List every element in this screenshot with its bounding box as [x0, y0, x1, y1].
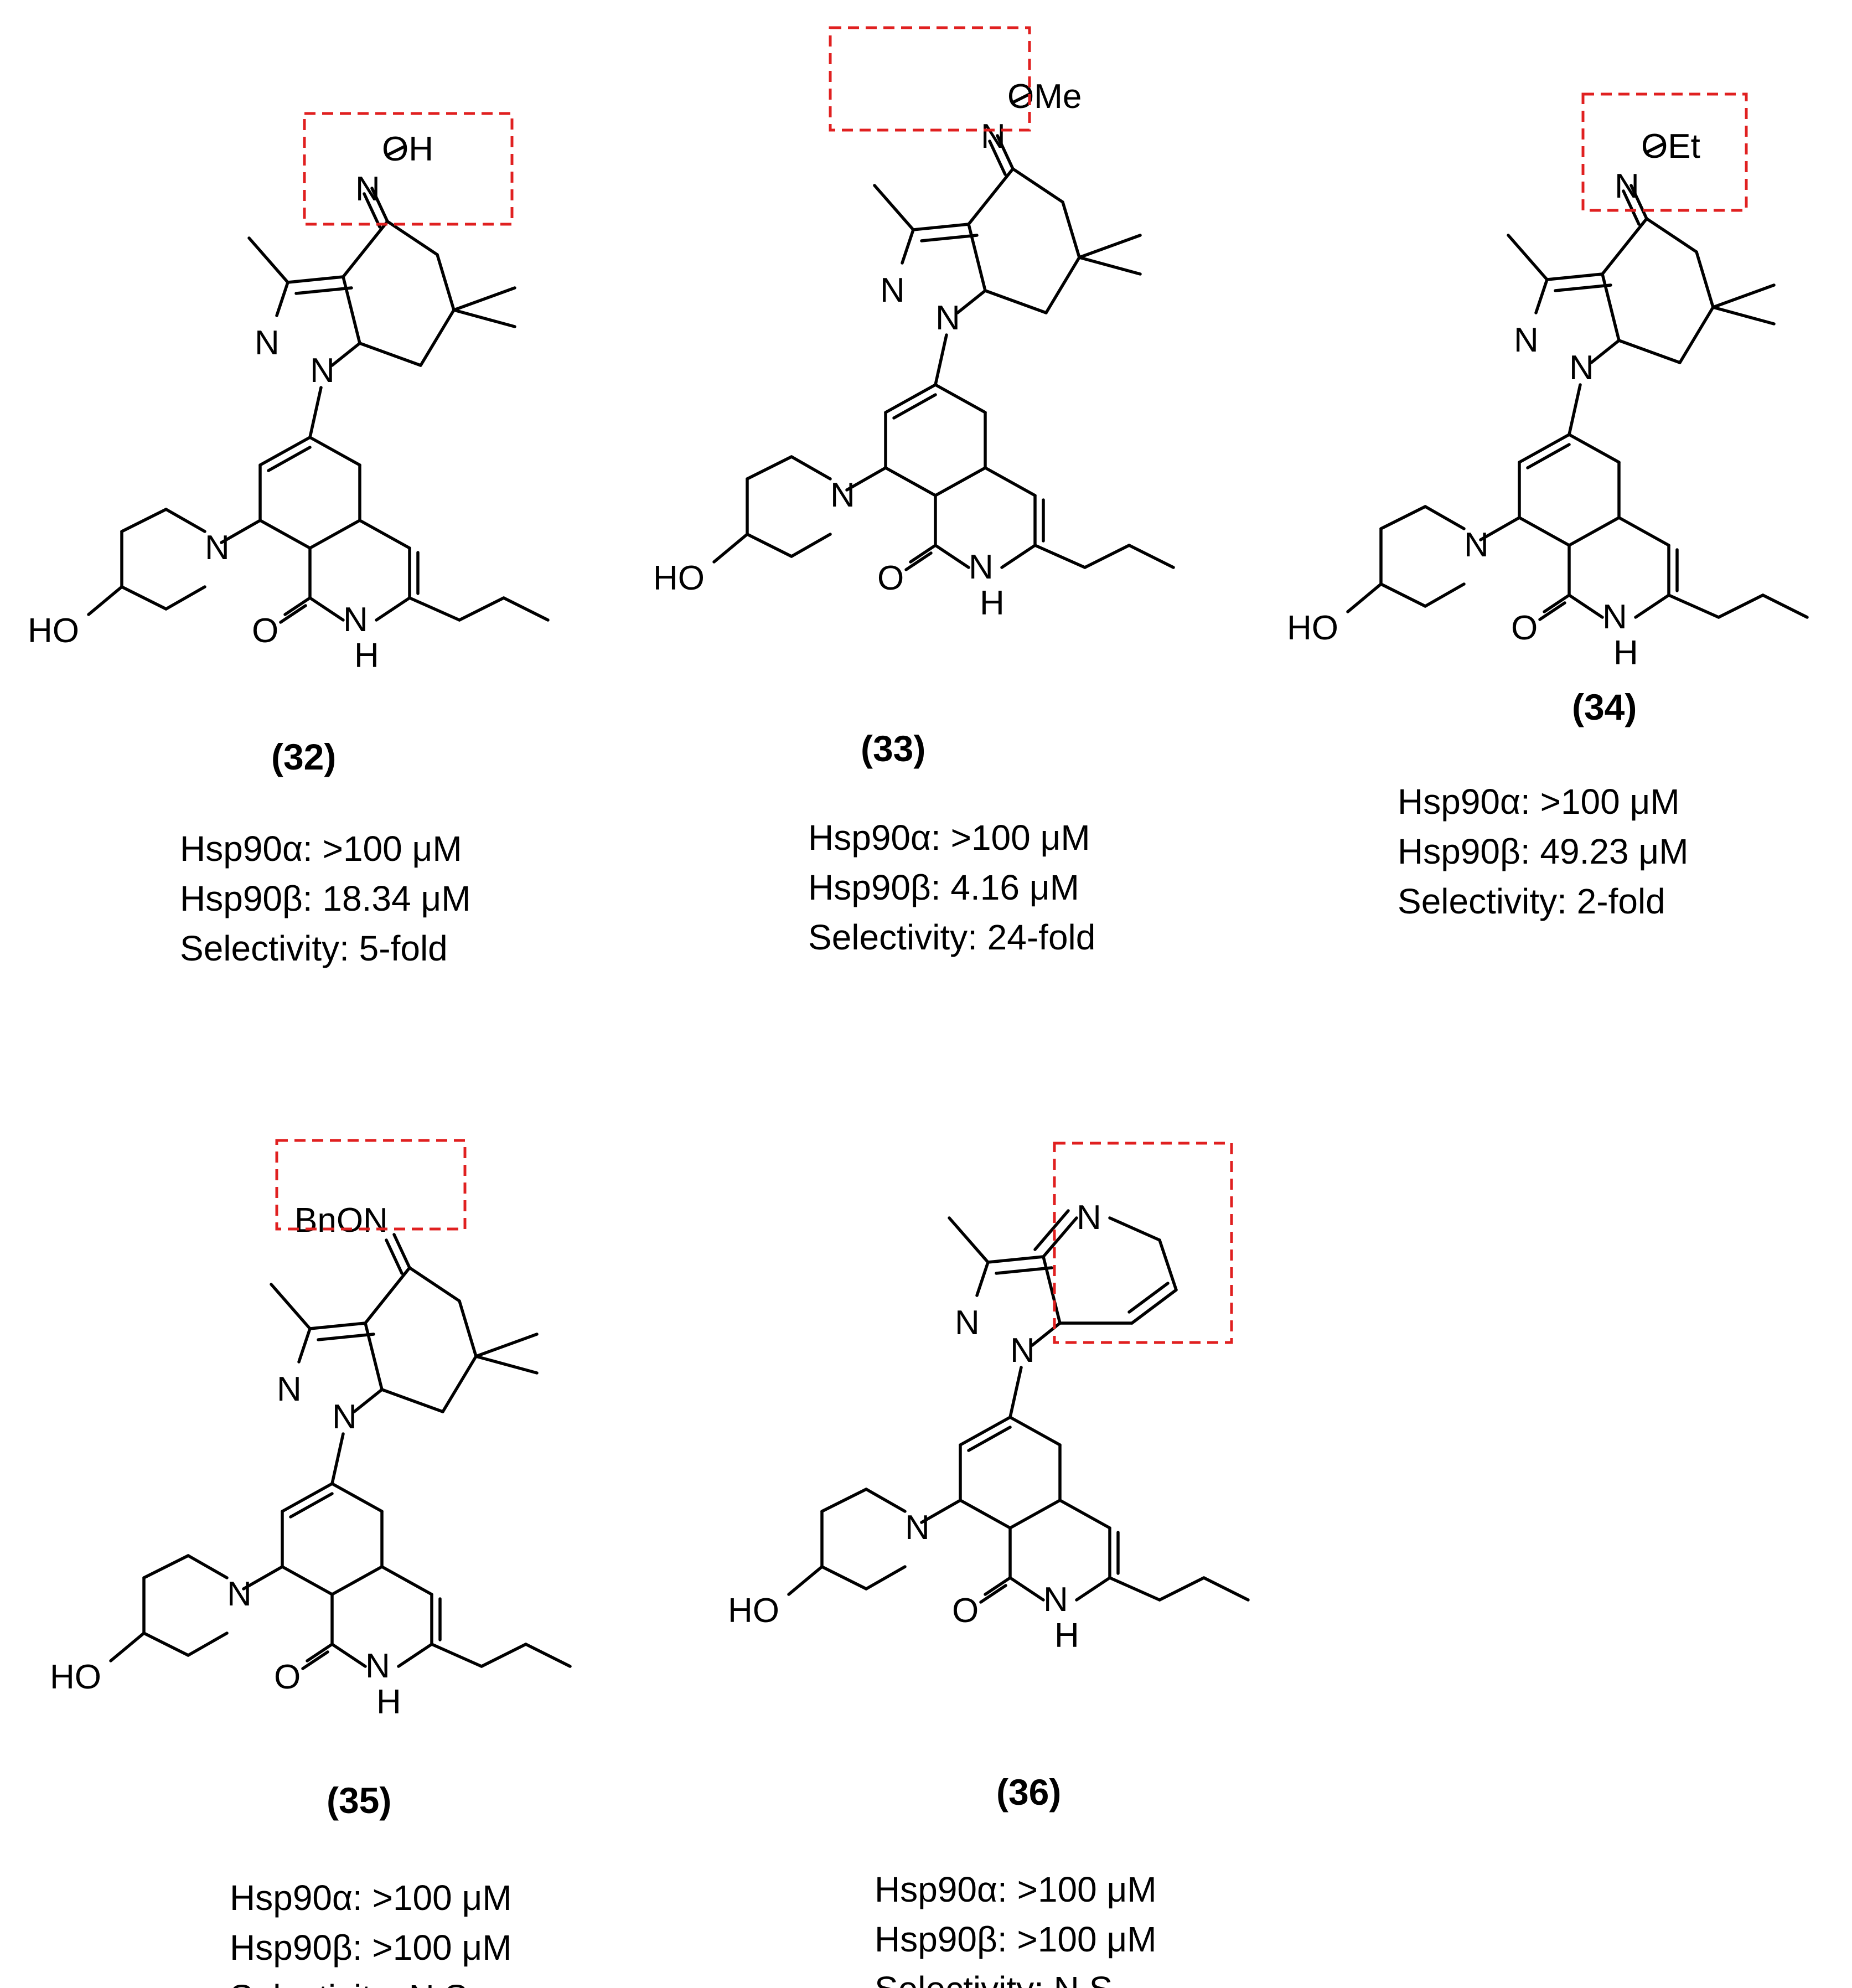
atom-label-oxime-n: N — [981, 117, 1006, 156]
atom-label-pyridine-n: N — [1077, 1199, 1101, 1237]
atom-label-pyrazole-n2: N — [955, 1304, 980, 1342]
atom-label-pyrazole-n2: N — [277, 1370, 302, 1408]
atom-label-pyrazole-n2: N — [880, 271, 905, 309]
atom-labels-36: N N N N HO O N H — [728, 1199, 1101, 1655]
atom-label-amide-h: H — [1054, 1617, 1079, 1655]
atom-label-amide-h: H — [376, 1683, 401, 1721]
selectivity-value-33: Selectivity: 24-fold — [808, 917, 1095, 957]
atom-label-carbonyl-o: O — [1511, 609, 1538, 647]
atom-labels-34: N OEt N N N HO O N H — [1287, 127, 1700, 672]
highlight-box-33 — [829, 26, 1031, 132]
compound-label-33: (33) — [861, 728, 925, 769]
atom-label-hydroxyl: HO — [653, 559, 705, 597]
compound-36: N N N N HO O N H (36) Hsp90α: >100 μM Hs… — [728, 1142, 1250, 1988]
hsp90b-value-32: Hsp90β: 18.34 μM — [180, 879, 471, 918]
atom-label-pyrazole-n1: N — [1010, 1331, 1035, 1370]
compound-33: N OMe N N N HO O N H (33) Hsp90α: >100 μ… — [653, 26, 1175, 957]
compound-35: BnON N N N HO O N H (35) Hsp90α: >100 μM… — [50, 1139, 572, 1988]
highlight-box-36 — [1053, 1142, 1233, 1344]
atom-label-amide-h: H — [980, 584, 1005, 622]
atom-label-carbonyl-o: O — [274, 1658, 301, 1696]
atom-label-piperidine-n: N — [1464, 526, 1489, 564]
hsp90a-value-36: Hsp90α: >100 μM — [875, 1870, 1157, 1909]
selectivity-value-36: Selectivity: N.S — [875, 1969, 1113, 1988]
hsp90b-value-33: Hsp90β: 4.16 μM — [808, 868, 1079, 907]
hsp90a-value-35: Hsp90α: >100 μM — [230, 1878, 512, 1918]
atom-label-hydroxyl: HO — [1287, 609, 1338, 647]
atom-label-substituent: OH — [382, 130, 433, 168]
atom-label-amide-n: N — [365, 1647, 390, 1685]
selectivity-value-34: Selectivity: 2-fold — [1398, 881, 1665, 921]
atom-label-hydroxyl: HO — [28, 612, 79, 650]
hsp90a-value-34: Hsp90α: >100 μM — [1398, 782, 1680, 822]
compound-label-34: (34) — [1572, 686, 1637, 727]
highlight-box-35 — [275, 1139, 467, 1231]
atom-label-amide-h: H — [354, 637, 379, 675]
atom-label-amide-n: N — [969, 548, 994, 586]
atom-label-oxime-n: N — [355, 170, 380, 208]
compound-34: N OEt N N N HO O N H (34) Hsp90α: >100 μ… — [1287, 92, 1809, 921]
selectivity-value-32: Selectivity: 5-fold — [180, 928, 448, 968]
atom-label-piperidine-n: N — [830, 476, 855, 514]
atom-label-oxime-n: N — [1615, 167, 1639, 205]
atom-label-piperidine-n: N — [905, 1509, 930, 1547]
atom-label-carbonyl-o: O — [252, 612, 278, 650]
hsp90a-value-33: Hsp90α: >100 μM — [808, 818, 1090, 858]
structure-35 — [109, 1233, 572, 1670]
highlight-box-34 — [1581, 92, 1748, 212]
atom-label-amide-n: N — [343, 601, 368, 639]
atom-label-piperidine-n: N — [227, 1575, 252, 1613]
hsp90b-value-35: Hsp90β: >100 μM — [230, 1928, 512, 1968]
atom-label-pyrazole-n2: N — [1514, 321, 1539, 359]
atom-label-pyrazole-n1: N — [1569, 349, 1594, 387]
structure-32 — [87, 145, 550, 624]
atom-labels-35: BnON N N N HO O N H — [50, 1201, 401, 1721]
selectivity-value-35: Selectivity: N.S — [230, 1977, 468, 1988]
atom-label-pyrazole-n1: N — [310, 352, 335, 390]
atom-label-pyrazole-n2: N — [255, 324, 280, 362]
atom-label-amide-h: H — [1613, 634, 1638, 672]
atom-label-substituent: OEt — [1641, 127, 1700, 166]
atom-label-amide-n: N — [1043, 1581, 1068, 1619]
atom-label-carbonyl-o: O — [877, 559, 904, 597]
atom-labels-32: N OH N N N HO O N H — [28, 130, 433, 675]
hsp90b-value-36: Hsp90β: >100 μM — [875, 1919, 1157, 1959]
atom-label-substituent: BnON — [294, 1201, 388, 1240]
compound-label-32: (32) — [271, 736, 336, 777]
atom-label-amide-n: N — [1602, 598, 1627, 636]
structure-33 — [712, 92, 1175, 571]
structure-36 — [787, 1209, 1250, 1604]
atom-label-hydroxyl: HO — [728, 1592, 779, 1630]
atom-label-hydroxyl: HO — [50, 1658, 101, 1696]
hsp90b-value-34: Hsp90β: 49.23 μM — [1398, 832, 1689, 871]
atom-label-substituent: OMe — [1007, 78, 1082, 116]
atom-labels-33: N OMe N N N HO O N H — [653, 78, 1082, 622]
hsp90a-value-32: Hsp90α: >100 μM — [180, 829, 462, 869]
atom-label-pyrazole-n1: N — [332, 1398, 357, 1436]
compound-32: N OH N N N HO O N H (32) Hsp90α: >100 μM… — [28, 112, 550, 968]
compound-label-36: (36) — [996, 1772, 1061, 1813]
atom-label-pyrazole-n1: N — [935, 299, 960, 337]
compound-label-35: (35) — [327, 1780, 391, 1821]
atom-label-carbonyl-o: O — [952, 1592, 979, 1630]
atom-label-piperidine-n: N — [205, 529, 230, 567]
structure-34 — [1346, 142, 1809, 621]
